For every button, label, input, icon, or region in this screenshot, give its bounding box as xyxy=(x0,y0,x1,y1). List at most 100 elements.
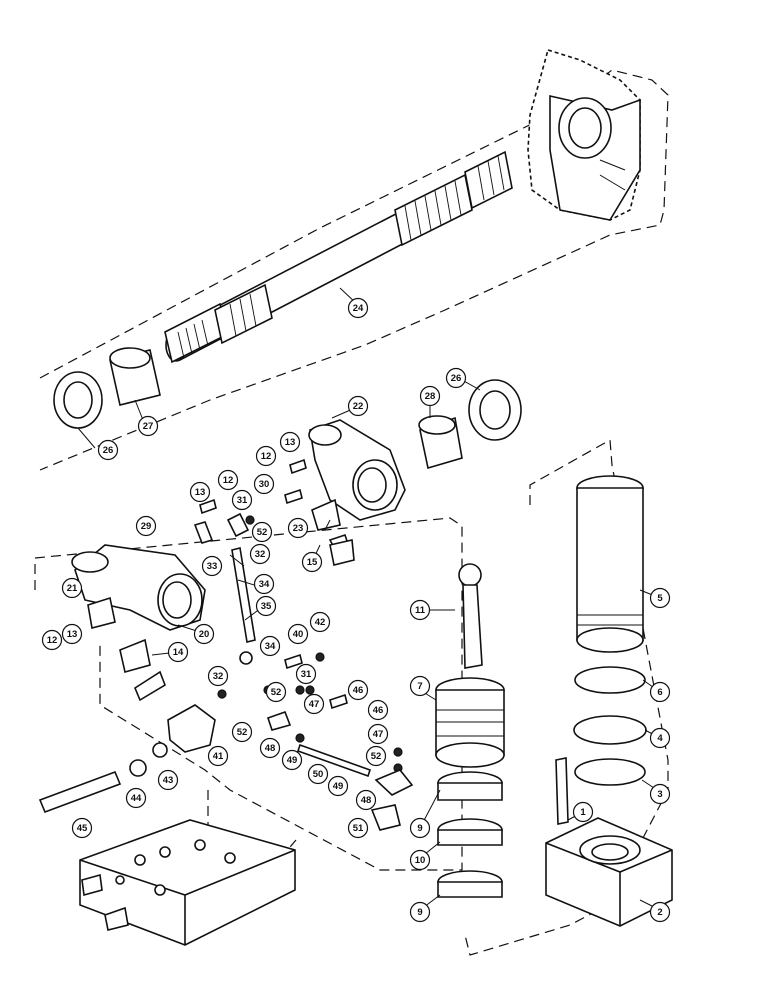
callout-46: 46 xyxy=(347,679,369,701)
callout-number: 30 xyxy=(259,479,270,490)
callout-30: 30 xyxy=(253,473,275,495)
callout-27: 27 xyxy=(137,415,159,437)
callout-14: 14 xyxy=(167,641,189,663)
callout-circle xyxy=(295,663,317,685)
callout-49: 49 xyxy=(327,775,349,797)
callout-number: 34 xyxy=(259,579,270,590)
cylinder-base xyxy=(545,757,673,927)
callout-2: 2 xyxy=(649,901,671,923)
callout-number: 15 xyxy=(307,557,318,568)
callout-number: 47 xyxy=(373,729,384,740)
callout-12: 12 xyxy=(255,445,277,467)
callout-51: 51 xyxy=(347,817,369,839)
callout-number: 11 xyxy=(415,605,426,616)
callout-circle xyxy=(255,595,277,617)
callout-number: 4 xyxy=(657,733,663,744)
callout-circle xyxy=(71,817,93,839)
callout-circle xyxy=(167,641,189,663)
lift-linkage xyxy=(38,458,414,831)
callout-circle xyxy=(201,555,223,577)
callout-43: 43 xyxy=(157,769,179,791)
callout-3: 3 xyxy=(649,783,671,805)
callout-12: 12 xyxy=(217,469,239,491)
callout-number: 9 xyxy=(417,907,422,918)
callout-circle xyxy=(189,481,211,503)
callout-number: 32 xyxy=(255,549,266,560)
callout-number: 12 xyxy=(261,451,272,462)
callout-21: 21 xyxy=(61,577,83,599)
callout-circle xyxy=(207,665,229,687)
callout-circle xyxy=(193,623,215,645)
callout-number: 40 xyxy=(293,629,304,640)
callout-circle xyxy=(301,551,323,573)
callout-circle xyxy=(61,577,83,599)
callout-number: 23 xyxy=(293,523,304,534)
lift-cylinder xyxy=(573,475,647,786)
callout-number: 12 xyxy=(223,475,234,486)
callout-number: 52 xyxy=(257,527,268,538)
callout-46: 46 xyxy=(367,699,389,721)
callout-circle xyxy=(135,515,157,537)
callout-number: 47 xyxy=(309,699,320,710)
callout-number: 3 xyxy=(657,789,662,800)
callout-number: 22 xyxy=(353,401,364,412)
callout-number: 42 xyxy=(315,617,326,628)
callout-22: 22 xyxy=(347,395,369,417)
callout-number: 26 xyxy=(451,373,462,384)
callout-number: 31 xyxy=(301,669,312,680)
callout-number: 50 xyxy=(313,769,324,780)
callout-circle xyxy=(365,745,387,767)
callout-circle xyxy=(231,721,253,743)
callout-circle xyxy=(281,749,303,771)
callout-24: 24 xyxy=(347,297,369,319)
callout-circle xyxy=(41,629,63,651)
callout-number: 52 xyxy=(371,751,382,762)
callout-circle xyxy=(287,517,309,539)
callout-11: 11 xyxy=(409,599,431,621)
callout-50: 50 xyxy=(307,763,329,785)
callout-34: 34 xyxy=(259,635,281,657)
callout-52: 52 xyxy=(251,521,273,543)
callout-circle xyxy=(303,693,325,715)
callout-number: 35 xyxy=(261,601,272,612)
callout-number: 48 xyxy=(265,743,276,754)
callout-number: 10 xyxy=(415,855,426,866)
callout-circle xyxy=(217,469,239,491)
callout-number: 14 xyxy=(173,647,184,658)
callout-circle xyxy=(253,573,275,595)
callout-circle xyxy=(207,745,229,767)
callout-circle xyxy=(309,611,331,633)
callout-6: 6 xyxy=(649,681,671,703)
control-valve-body xyxy=(79,819,296,946)
callout-circle xyxy=(419,385,441,407)
callout-circle xyxy=(347,395,369,417)
callout-circle xyxy=(649,727,671,749)
callout-13: 13 xyxy=(61,623,83,645)
callout-13: 13 xyxy=(279,431,301,453)
callout-circle xyxy=(347,297,369,319)
callout-circle xyxy=(287,623,309,645)
callout-number: 41 xyxy=(213,751,224,762)
callout-23: 23 xyxy=(287,517,309,539)
callout-20: 20 xyxy=(193,623,215,645)
callout-circle xyxy=(347,679,369,701)
callout-circle xyxy=(367,699,389,721)
callout-32: 32 xyxy=(249,543,271,565)
callout-52: 52 xyxy=(265,681,287,703)
callout-48: 48 xyxy=(259,737,281,759)
callout-10: 10 xyxy=(409,849,431,871)
callout-circle xyxy=(265,681,287,703)
callout-circle xyxy=(409,901,431,923)
callout-47: 47 xyxy=(367,723,389,745)
callout-31: 31 xyxy=(295,663,317,685)
axle-housing xyxy=(527,48,641,221)
seals-and-bearings xyxy=(53,347,522,470)
callout-circle xyxy=(445,367,467,389)
callout-number: 32 xyxy=(213,671,224,682)
callout-32: 32 xyxy=(207,665,229,687)
callout-circle xyxy=(409,599,431,621)
callout-circle xyxy=(97,439,119,461)
callout-33: 33 xyxy=(201,555,223,577)
callout-5: 5 xyxy=(649,587,671,609)
right-lift-arm xyxy=(308,419,406,557)
